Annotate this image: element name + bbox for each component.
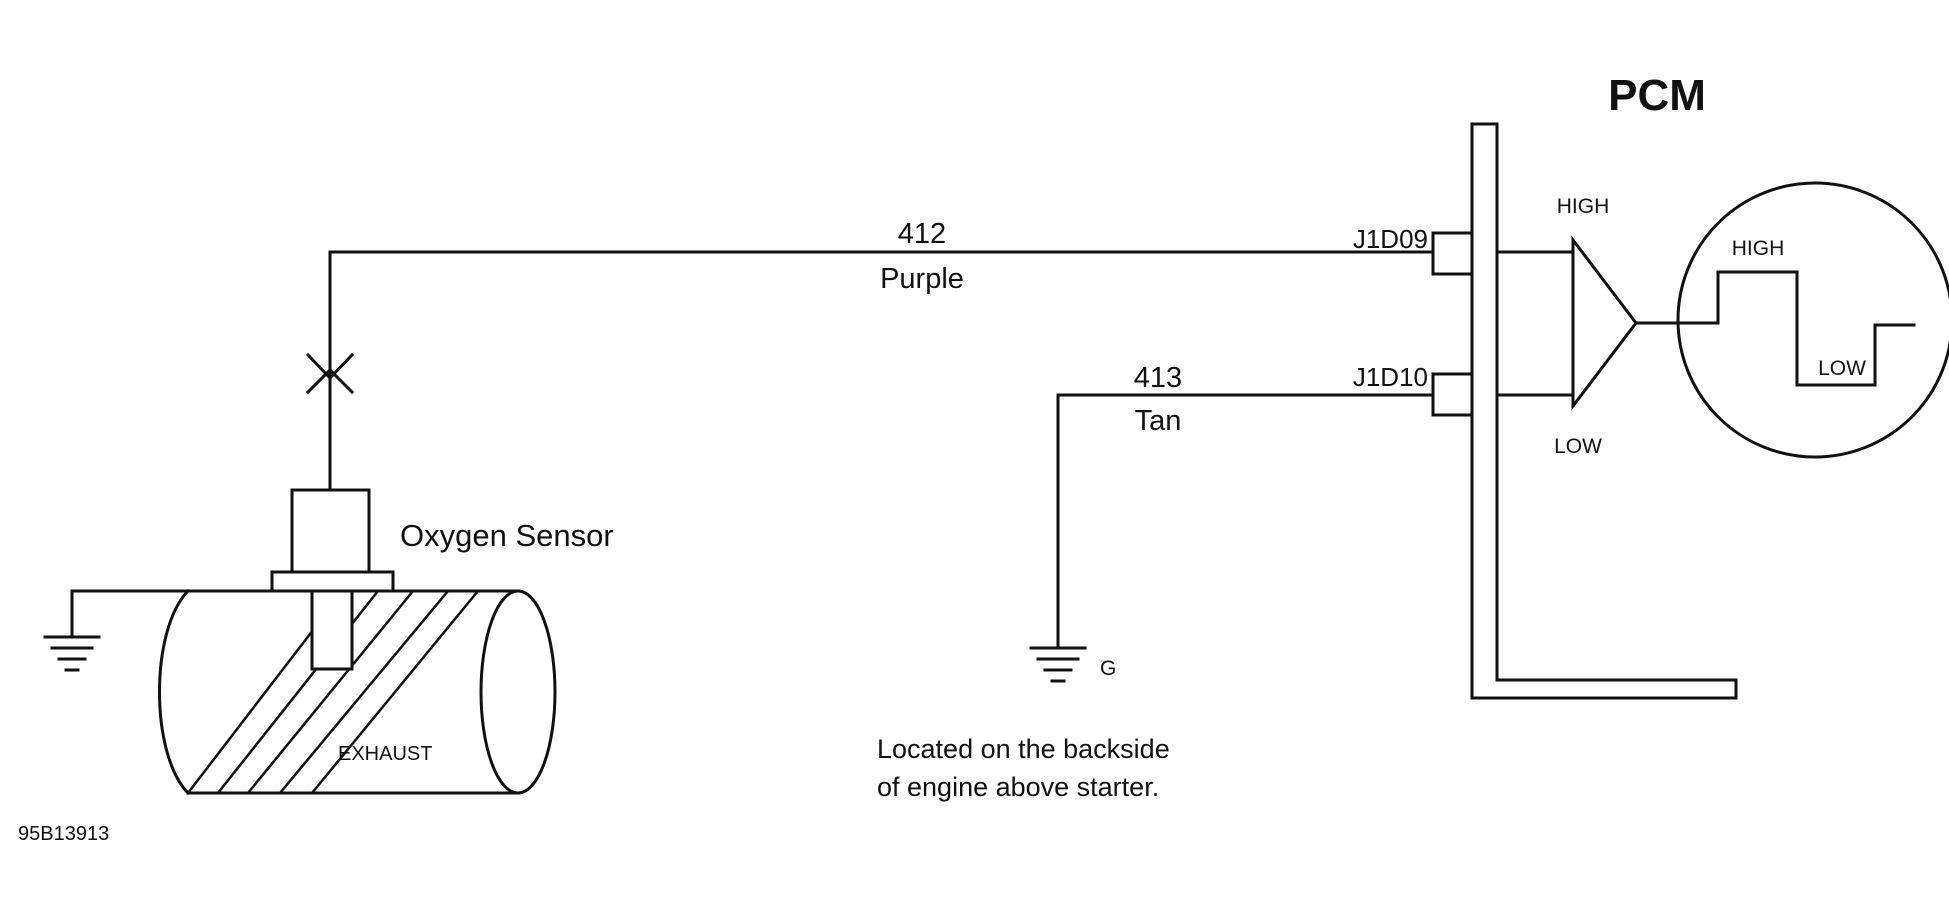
comparator-high-label: HIGH [1557,195,1610,218]
ground-g-icon [1029,638,1087,683]
wire-412-color: Purple [880,263,964,295]
wire-413-color: Tan [1135,405,1182,437]
ground-label: G [1100,657,1116,680]
pin-label-j1d09: J1D09 [1353,224,1428,254]
pcm-title: PCM [1608,71,1706,120]
comparator-icon [1571,235,1638,411]
waveform-high-label: HIGH [1732,237,1785,260]
oxygen-sensor-flange [270,570,395,593]
connector-pin-j1d09 [1431,231,1474,276]
location-note-line-1: Located on the backside [877,734,1170,764]
comparator-low-label: LOW [1554,435,1602,458]
figure-code: 95B13913 [18,823,109,845]
sensor-ground-icon [43,635,101,672]
wire-413-number: 413 [1134,362,1182,394]
square-wave-signal [1677,270,1916,387]
inline-connector-male [305,367,355,395]
sensor-ground-wire [70,589,274,639]
wire-413-tan [1056,393,1435,642]
waveform-scope [1676,181,1949,459]
oxygen-sensor-body [290,488,371,574]
wire-412-purple [328,250,1435,380]
exhaust-pipe-end [479,589,557,795]
oxygen-sensor-probe [310,589,354,671]
location-note-line-2: of engine above starter. [877,772,1159,802]
pcm-housing [1470,122,1738,700]
exhaust-label: EXHAUST [338,743,432,765]
oxygen-sensor-label: Oxygen Sensor [400,518,614,553]
waveform-low-label: LOW [1818,357,1866,380]
wire-412-number: 412 [898,218,946,250]
pin-label-j1d10: J1D10 [1353,362,1428,392]
connector-pin-j1d10 [1431,372,1474,417]
